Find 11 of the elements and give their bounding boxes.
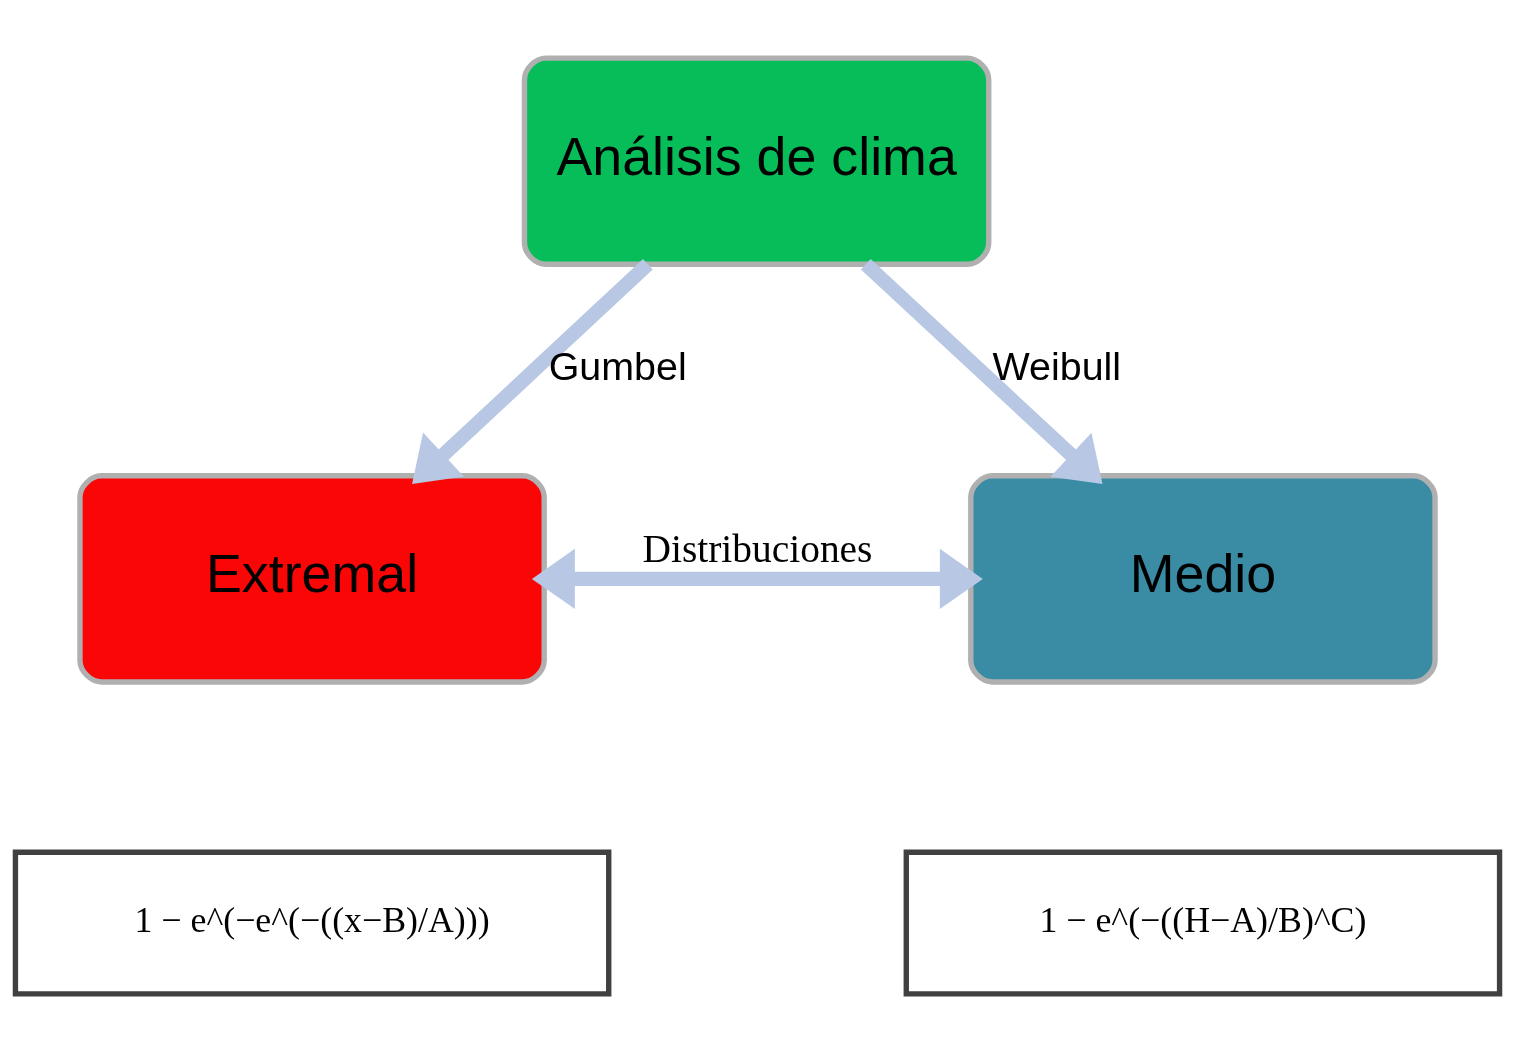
node-box: Análisis de clima xyxy=(521,55,992,267)
node-box: 1 − e^(−((H−A)/B)^C) xyxy=(903,849,1503,997)
node-box: 1 − e^(−e^(−((x−B)/A))) xyxy=(12,849,612,997)
arrow xyxy=(860,259,1103,484)
node-box: Medio xyxy=(968,473,1438,685)
edge-label: Distribuciones xyxy=(642,527,873,572)
arrow xyxy=(531,548,983,609)
edge-label: Gumbel xyxy=(548,344,687,389)
edge-label: Weibull xyxy=(992,344,1122,389)
arrow xyxy=(412,259,653,484)
node-box: Extremal xyxy=(77,473,547,685)
